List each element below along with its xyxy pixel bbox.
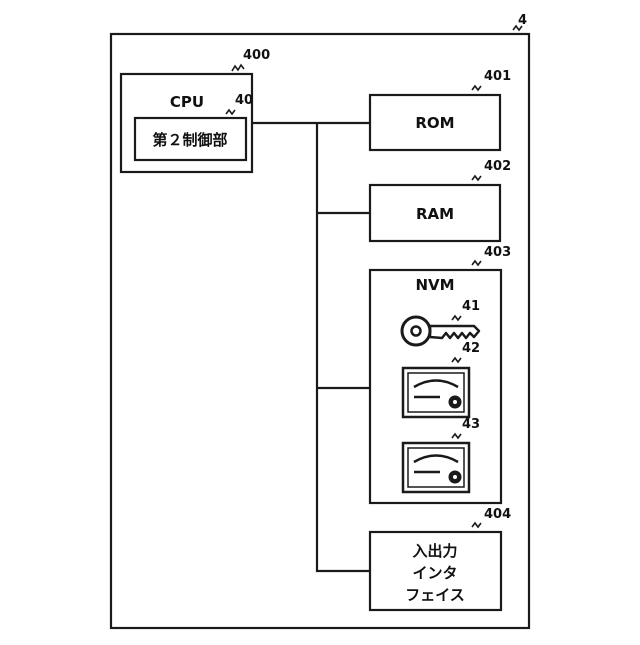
- cpu-ref: 400: [243, 48, 270, 63]
- certificate-icon: [403, 368, 469, 417]
- controller-ref: 40: [235, 93, 253, 108]
- nvm-ref: 403: [484, 245, 511, 260]
- nvm-leader: [472, 261, 481, 265]
- item-41-ref: 41: [462, 299, 480, 314]
- ram-ref: 402: [484, 159, 511, 174]
- device-ref: 4: [518, 13, 527, 28]
- item-43-leader: [452, 434, 461, 438]
- item-42-leader: [452, 358, 461, 362]
- item-41-leader: [452, 316, 461, 320]
- io-label-line-1: 入出力: [412, 542, 457, 560]
- cpu-leader: [232, 65, 244, 71]
- bus-trunk: [317, 123, 370, 571]
- io-ref: 404: [484, 507, 511, 522]
- certificate-icon: [403, 443, 469, 492]
- cpu-box: [121, 74, 252, 172]
- io-label-line-2: インタ: [412, 564, 457, 582]
- item-43-ref: 43: [462, 417, 480, 432]
- controller-leader: [226, 110, 235, 114]
- controller-label: 第２制御部: [152, 131, 227, 149]
- item-42-ref: 42: [462, 341, 480, 356]
- io-leader: [472, 523, 481, 527]
- rom-leader: [472, 86, 481, 90]
- rom-ref: 401: [484, 69, 511, 84]
- nvm-label: NVM: [415, 276, 454, 294]
- nvm-box: [370, 270, 501, 503]
- cpu-label: CPU: [170, 93, 204, 111]
- ram-label: RAM: [416, 205, 454, 223]
- ram-leader: [472, 176, 481, 180]
- io-label-line-3: フェイス: [405, 586, 465, 604]
- rom-label: ROM: [415, 114, 454, 132]
